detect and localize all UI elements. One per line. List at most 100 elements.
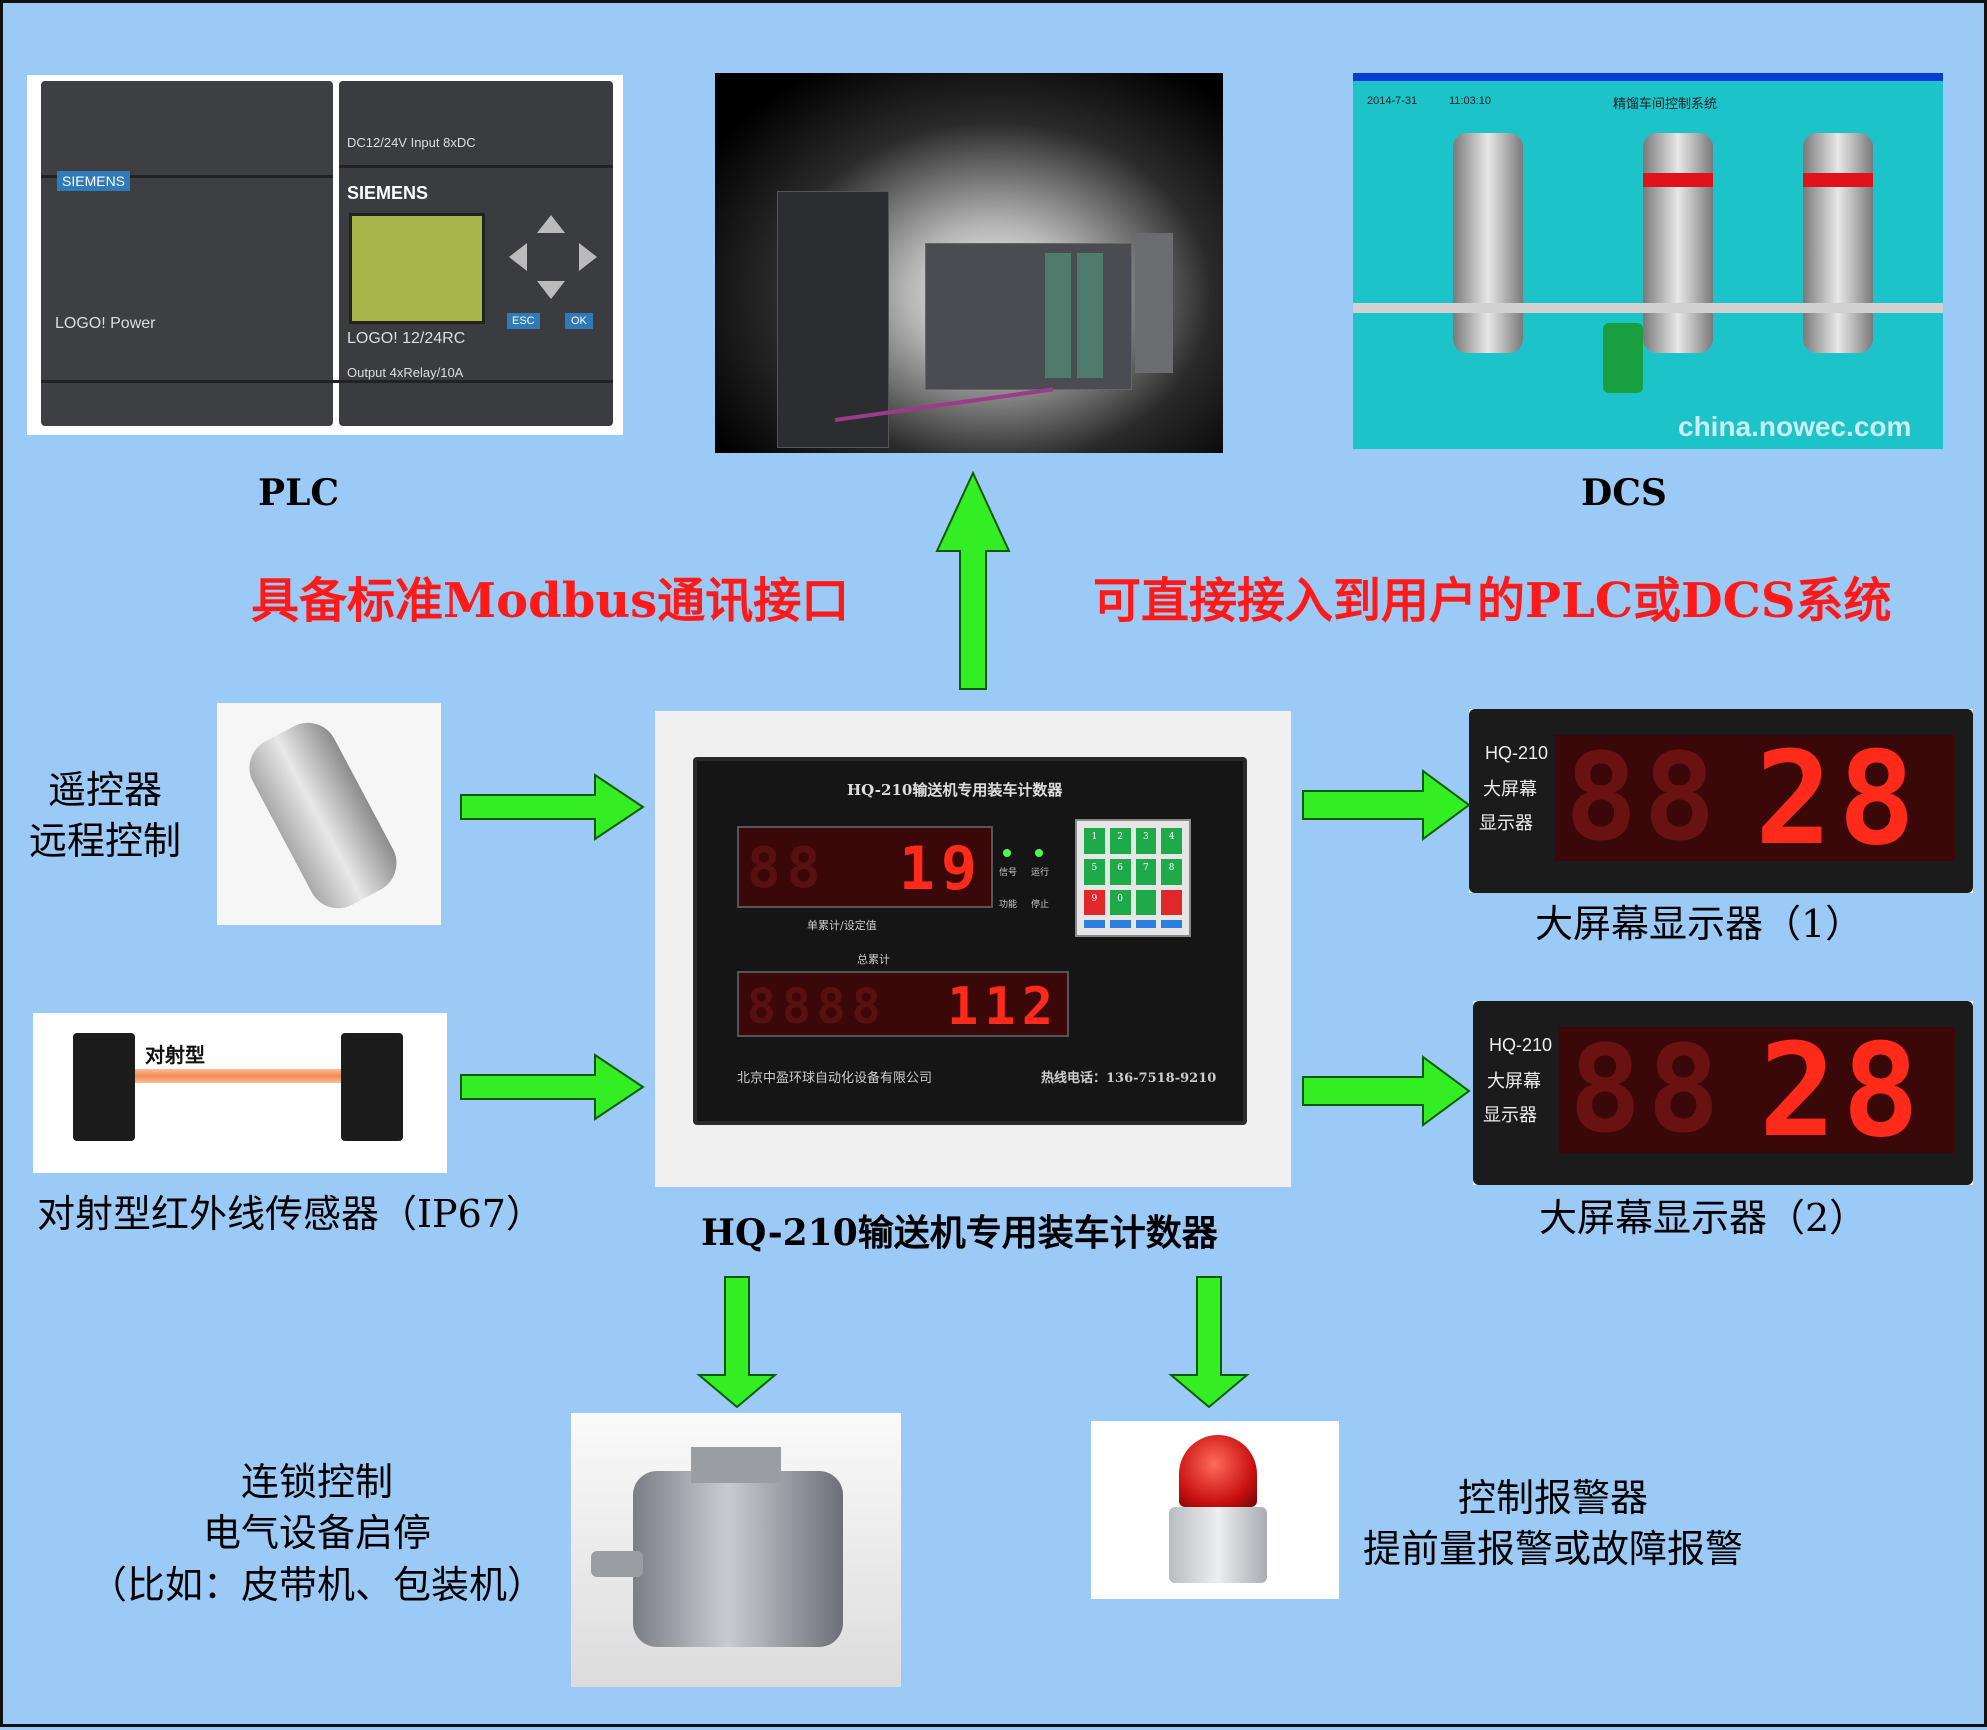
alarm-photo [1091,1421,1339,1599]
arrow-remote-to-counter [460,773,645,841]
big-display-2-line2: 显示器 [1483,1105,1537,1126]
counter-panel-title: HQ-210输送机专用装车计数器 [847,781,1063,799]
counter-company: 北京中盈环球自动化设备有限公司 [737,1071,933,1086]
plc-right-output: Output 4xRelay/10A [347,365,464,380]
dcs-watermark: china.nowec.com [1678,411,1912,442]
keypad-key-3[interactable]: 3 [1135,828,1157,854]
signal-led-label: 信号 [999,868,1018,878]
plc-lcd-screen [349,213,485,324]
motor-icon [633,1471,843,1647]
interlock-label-line1: 连锁控制 [241,1460,394,1504]
run-led-icon [1035,849,1043,857]
plc-dpad-up-icon [537,215,565,233]
remote-label-line2: 远程控制 [29,819,182,864]
run-led-label: 运行 [1031,868,1050,878]
alarm-label: 控制报警器 提前量报警或故障报警 [1363,1473,1743,1576]
plc-dpad-down-icon [537,281,565,299]
keypad-key-blank-2[interactable] [1161,889,1182,916]
plc-left-brand: SIEMENS [57,171,131,191]
plc-dcs-heading: 可直接接入到用户的PLC或DCS系统 [1093,573,1892,629]
counter-upper-value: 19 [898,834,983,904]
dcs-label: DCS [1581,472,1667,514]
plc-dpad-right-icon [579,243,597,271]
motor-photo [571,1413,901,1687]
emitter-icon [73,1033,135,1141]
keypad-key-0[interactable]: 0 [1109,889,1131,916]
big-display-2-photo: HQ-210 大屏幕 显示器 88 28 [1473,1001,1973,1185]
keypad-func-2[interactable] [1109,920,1131,928]
display2-label: 大屏幕显示器（2） [1539,1196,1868,1240]
keypad-key-blank-1[interactable] [1135,889,1157,916]
big-display-2-value: 28 [1759,1017,1926,1166]
interlock-label-line3: （比如：皮带机、包装机） [89,1562,546,1607]
alarm-beacon-icon [1179,1435,1257,1507]
arrow-up-to-plc-rack [935,470,1011,690]
stop-led-label: 停止 [1031,900,1050,910]
infrared-beam [135,1069,341,1083]
remote-label-line1: 遥控器 [48,768,163,812]
big-display-2-line1: 大屏幕 [1487,1071,1541,1092]
counter-keypad: 1 2 3 4 5 6 7 8 9 0 [1075,819,1191,937]
counter-lower-display: 8888 112 [737,971,1069,1037]
counter-hotline: 热线电话：136-7518-9210 [1041,1071,1217,1086]
plc-right-spec: DC12/24V Input 8xDC [347,135,476,150]
plc-dpad-left-icon [509,243,527,271]
plc-label: PLC [258,472,340,514]
arrow-counter-to-display-1 [1302,769,1471,841]
big-display-1-photo: HQ-210 大屏幕 显示器 88 28 [1469,709,1973,893]
infrared-sensor-photo: 对射型 [33,1013,447,1173]
plc-right-brand: SIEMENS [347,183,429,203]
connector-arrows [460,470,1471,1409]
plc-esc-key: ESC [507,313,540,329]
display1-label: 大屏幕显示器（1） [1535,902,1864,946]
arrow-down-to-motor [696,1276,778,1409]
big-display-2-model: HQ-210 [1489,1035,1553,1055]
counter-lower-caption: 总累计 [857,953,890,966]
big-display-1-value: 28 [1755,725,1922,874]
sensor-label: 对射型红外线传感器（IP67） [37,1192,544,1236]
alarm-label-line2: 提前量报警或故障报警 [1363,1527,1744,1572]
dcs-title: 精馏车间控制系统 [1613,97,1718,112]
keypad-func-4[interactable] [1161,920,1182,928]
counter-panel: HQ-210输送机专用装车计数器 88 19 单累计/设定值 总累计 8888 … [693,757,1247,1125]
counter-label: HQ-210输送机专用装车计数器 [701,1212,1218,1254]
keypad-func-3[interactable] [1135,920,1157,928]
keypad-key-9[interactable]: 9 [1084,889,1105,916]
counter-device-photo: HQ-210输送机专用装车计数器 88 19 单累计/设定值 总累计 8888 … [655,711,1291,1187]
keypad-key-1[interactable]: 1 [1084,828,1105,854]
keypad-key-6[interactable]: 6 [1109,858,1131,885]
signal-led-icon [1003,849,1011,857]
interlock-label: 连锁控制 电气设备启停 （比如：皮带机、包装机） [89,1457,545,1611]
keypad-func-1[interactable] [1084,920,1105,928]
arrow-sensor-to-counter [460,1053,645,1121]
interlock-label-line2: 电气设备启停 [203,1511,432,1556]
alarm-label-line1: 控制报警器 [1458,1476,1649,1520]
keypad-key-2[interactable]: 2 [1109,828,1131,854]
keypad-key-7[interactable]: 7 [1135,858,1157,885]
dcs-date: 2014-7-31 [1367,95,1418,107]
dcs-time: 11:03:10 [1449,95,1492,107]
modbus-heading: 具备标准Modbus通讯接口 [251,573,850,629]
plc-right-name: LOGO! 12/24RC [347,330,466,347]
receiver-icon [341,1033,403,1141]
remote-label: 遥控器 远程控制 [29,765,181,868]
keypad-key-5[interactable]: 5 [1084,858,1105,885]
big-display-1-line2: 显示器 [1479,813,1533,834]
remote-control-photo [217,703,441,925]
plc-left-name: LOGO! Power [55,315,156,332]
keypad-key-4[interactable]: 4 [1161,828,1182,854]
dcs-screenshot: 2014-7-31 11:03:10 精馏车间控制系统 china.nowec.… [1353,73,1943,449]
arrow-counter-to-display-2 [1302,1055,1471,1127]
counter-upper-display: 88 19 [737,826,993,908]
big-display-1-line1: 大屏幕 [1483,779,1537,800]
plc-rack-photo [715,73,1223,453]
big-display-1-model: HQ-210 [1485,743,1549,763]
plc-photo: SIEMENS LOGO! Power DC12/24V Input 8xDC … [27,75,623,435]
counter-upper-caption: 单累计/设定值 [807,919,877,932]
counter-lower-value: 112 [947,977,1059,1037]
arrow-down-to-alarm [1168,1276,1250,1409]
keypad-key-8[interactable]: 8 [1161,858,1182,885]
function-led-label: 功能 [999,900,1018,910]
sensor-tag: 对射型 [145,1043,205,1067]
